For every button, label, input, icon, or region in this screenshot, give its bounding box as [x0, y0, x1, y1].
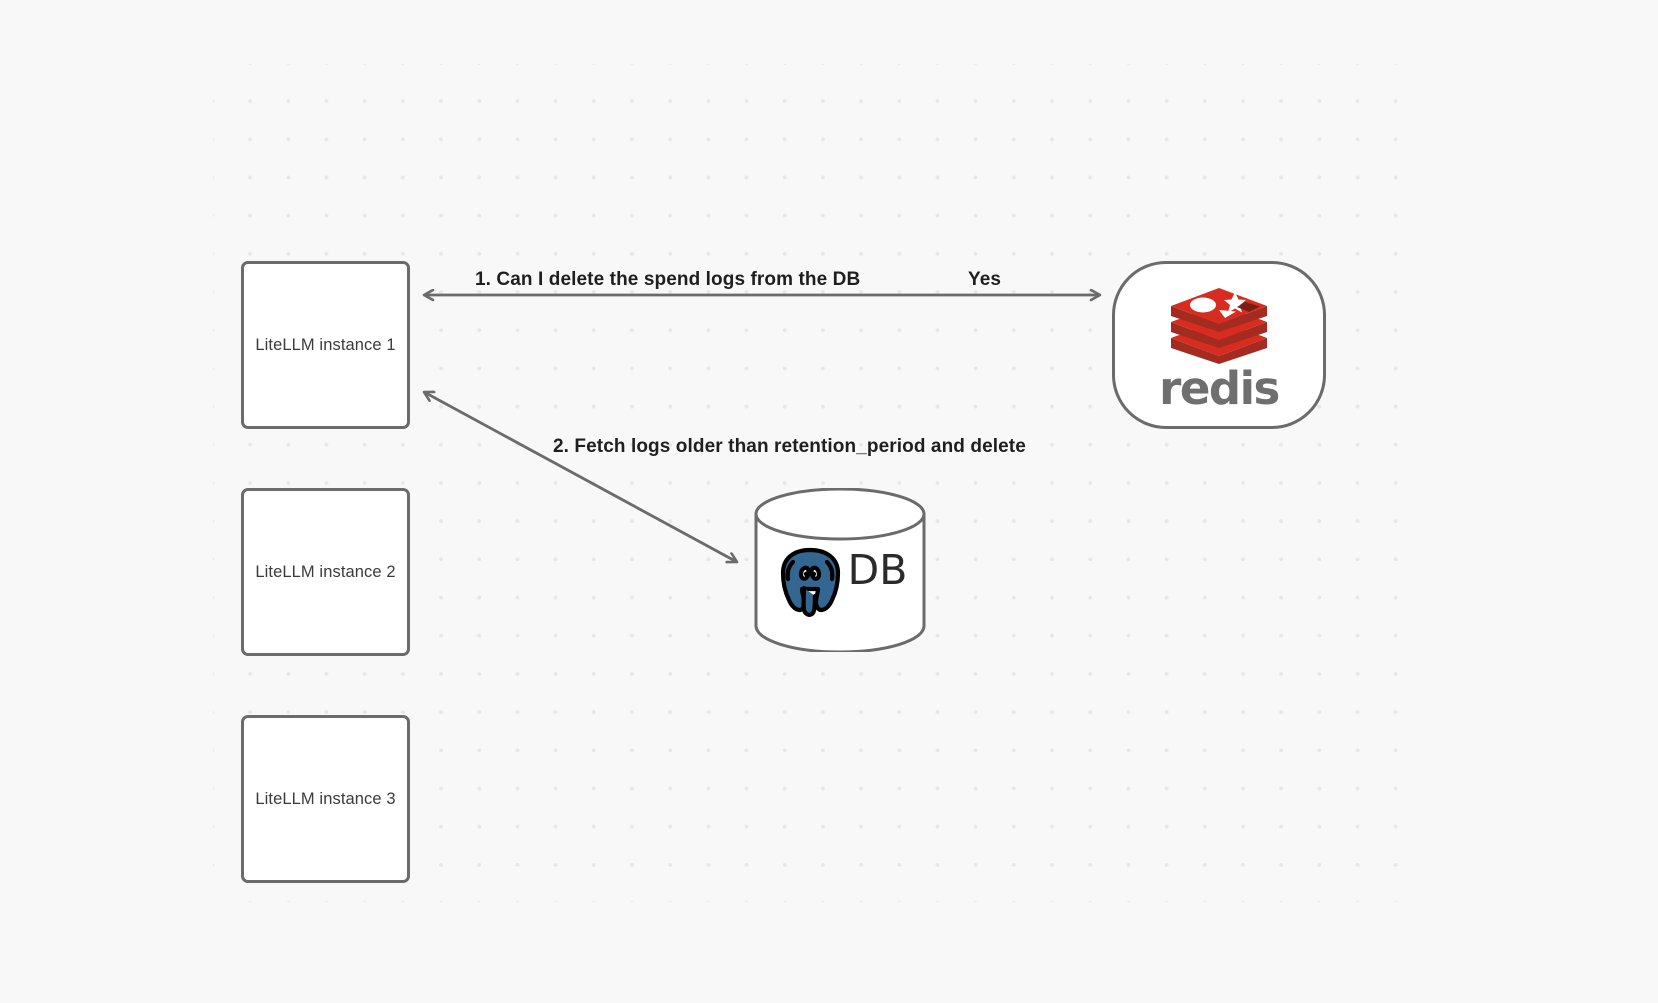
node-redis[interactable]: redis [1112, 261, 1326, 429]
edge-label-yes: Yes [968, 269, 1002, 290]
node-database[interactable]: DB [752, 487, 928, 654]
node-litellm-instance-1-label: LiteLLM instance 1 [255, 335, 396, 354]
node-litellm-instance-1[interactable]: LiteLLM instance 1 [241, 261, 410, 429]
node-litellm-instance-3[interactable]: LiteLLM instance 3 [241, 715, 410, 883]
edge-label-step-2: 2. Fetch logs older than retention_perio… [553, 436, 1026, 457]
dot-grid-background [213, 64, 1418, 902]
cylinder-shape [754, 487, 926, 654]
redis-wordmark: redis [1159, 361, 1280, 415]
edge-label-step-1: 1. Can I delete the spend logs from the … [475, 269, 861, 290]
node-litellm-instance-2-label: LiteLLM instance 2 [255, 562, 396, 581]
node-litellm-instance-3-label: LiteLLM instance 3 [255, 789, 396, 808]
node-litellm-instance-2[interactable]: LiteLLM instance 2 [241, 488, 410, 656]
edge-litellm1-db [424, 392, 737, 562]
redis-logo-icon [1167, 280, 1271, 364]
